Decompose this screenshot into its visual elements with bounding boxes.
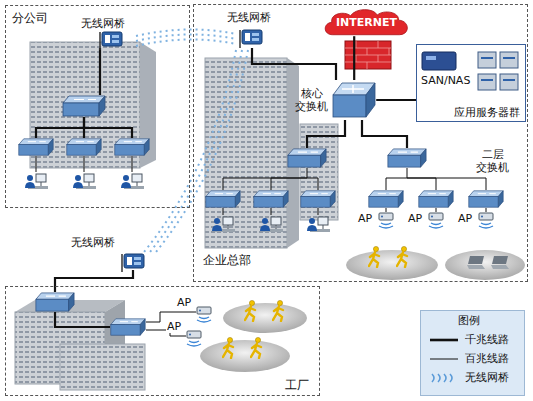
region-box: 分公司	[5, 5, 190, 208]
callout-label: 无线网桥	[70, 236, 116, 249]
callout-label: AP	[357, 212, 373, 225]
legend-sample	[429, 353, 459, 365]
legend-line	[432, 374, 452, 382]
region-title: 企业总部	[203, 253, 251, 267]
gigabit-connector	[376, 99, 416, 101]
callout-label: AP	[407, 212, 423, 225]
legend-sample	[429, 334, 459, 346]
legend-sample	[429, 372, 459, 384]
legend-text: 百兆线路	[465, 352, 509, 365]
bridge-antennas	[100, 30, 262, 272]
core-switch-icon	[332, 80, 376, 120]
firewall	[345, 41, 391, 69]
callout-label: AP	[176, 296, 192, 309]
hq-building	[205, 58, 338, 248]
switch-icons	[19, 96, 503, 335]
server-group-box: SAN/NAS 应用服务器群	[416, 44, 526, 122]
core-switch-symbol	[333, 83, 375, 117]
legend-line	[430, 338, 458, 341]
region-title: 分公司	[12, 11, 48, 25]
cloud-label: INTERNET	[322, 7, 411, 36]
legend-row: 百兆线路	[429, 352, 509, 365]
wireless-links	[136, 29, 248, 252]
legend-text: 千兆线路	[465, 333, 509, 346]
callout-label: AP	[166, 320, 182, 333]
internet-cloud: INTERNET	[322, 7, 411, 36]
region-box: 工厂	[5, 286, 320, 396]
region-box: 企业总部 INTERNET 核心 交换机 SAN/NAS 应用服务器群	[193, 4, 528, 282]
group-label: 应用服务器群	[454, 106, 520, 119]
legend-line	[430, 358, 458, 359]
core-switch: 核心 交换机	[294, 80, 376, 120]
callout-label: 二层 交换机	[474, 148, 511, 174]
callout-label: 无线网桥	[226, 11, 272, 24]
workstations	[25, 174, 330, 232]
legend-row: 无线网桥	[429, 371, 509, 384]
factory-building	[15, 300, 145, 390]
callout-label: 无线网桥	[80, 17, 126, 30]
switch-label: 核心 交换机	[294, 87, 329, 113]
device-label: SAN/NAS	[421, 74, 470, 87]
callout-label: AP	[457, 212, 473, 225]
legend-text: 无线网桥	[465, 371, 509, 384]
server-devices	[422, 52, 518, 90]
callout-label: 图例	[457, 314, 481, 327]
gigabit-connector	[353, 36, 355, 80]
region-title: 工厂	[285, 378, 309, 392]
legend-row: 千兆线路	[429, 333, 509, 346]
fast-ethernet-wires	[36, 156, 486, 336]
